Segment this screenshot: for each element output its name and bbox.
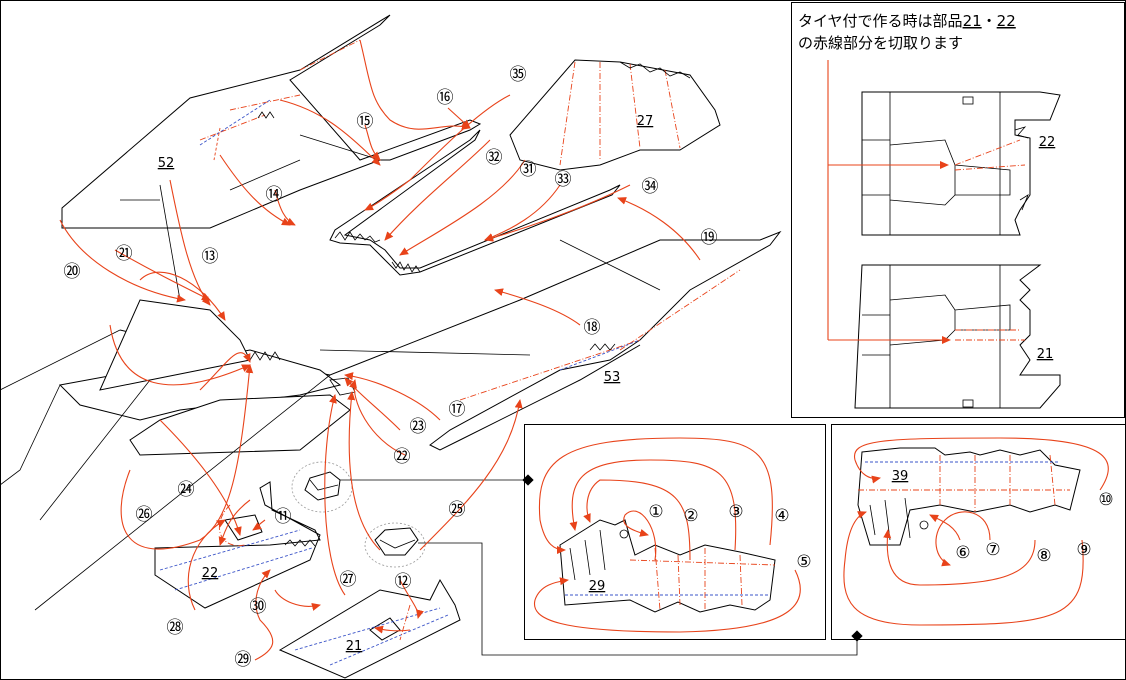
step-17: ⑰ — [449, 400, 466, 420]
step-16: ⑯ — [437, 88, 454, 108]
step-25: ㉕ — [449, 500, 466, 520]
step-13: ⑬ — [202, 247, 219, 267]
inset-part-22 — [861, 91, 1061, 236]
inset-29-arrows — [533, 437, 801, 633]
part-27-canopy — [509, 59, 721, 171]
step-34: ㉞ — [642, 177, 659, 197]
connector-lines — [340, 474, 863, 656]
step-1: ① — [648, 502, 663, 522]
step-22: ㉒ — [394, 447, 411, 467]
part-21-lower — [278, 578, 461, 679]
note-box — [791, 2, 1125, 418]
step-6: ⑥ — [955, 543, 970, 563]
step-9: ⑨ — [1076, 540, 1091, 560]
label-21-main: 21 — [346, 639, 363, 654]
label-39: 39 — [892, 469, 909, 484]
step-8: ⑧ — [1036, 546, 1051, 566]
small-part-top — [291, 461, 353, 513]
step-29: ㉙ — [235, 650, 252, 670]
label-53: 53 — [604, 370, 621, 385]
part-22-lower — [154, 481, 321, 609]
step-24: ㉔ — [178, 480, 195, 500]
step-26: ㉖ — [136, 505, 153, 525]
inset-box-29 — [524, 424, 826, 640]
step-32: ㉜ — [486, 148, 503, 168]
step-33: ㉝ — [555, 170, 572, 190]
inset-part-21 — [854, 264, 1061, 409]
step-10: ⑩ — [1098, 490, 1113, 510]
note-line-2: の赤線部分を切取ります — [798, 34, 963, 52]
label-27: 27 — [637, 114, 654, 129]
step-31: ㉛ — [520, 160, 537, 180]
inset-39-arrows — [843, 437, 1109, 626]
note-line-1: タイヤ付で作る時は部品21・22 — [798, 12, 1016, 30]
label-22-main: 22 — [202, 566, 219, 581]
part-labels: 52 53 27 22 21 29 39 22 21 — [158, 114, 1056, 654]
step-3: ③ — [728, 502, 743, 522]
part-52-upper-wing — [61, 14, 482, 229]
note-arrows — [827, 60, 951, 344]
step-14: ⑭ — [266, 185, 283, 205]
fuselage-strip — [329, 129, 621, 276]
step-7: ⑦ — [985, 540, 1000, 560]
step-19: ⑲ — [701, 228, 718, 248]
step-28: ㉘ — [167, 618, 184, 638]
step-15: ⑮ — [357, 112, 374, 132]
step-18: ⑱ — [584, 318, 601, 338]
step-23: ㉓ — [410, 417, 427, 437]
part-53-fuselage — [0, 134, 782, 611]
step-30: ㉚ — [250, 597, 267, 617]
label-29: 29 — [589, 579, 606, 594]
label-52: 52 — [158, 156, 175, 171]
step-20: ⑳ — [64, 262, 81, 282]
step-12: ⑫ — [395, 572, 412, 592]
label-22-inset: 22 — [1039, 135, 1056, 150]
label-21-inset: 21 — [1037, 347, 1054, 362]
step-5: ⑤ — [796, 552, 811, 572]
step-35: ㉟ — [510, 65, 527, 85]
small-part-bottom — [364, 522, 426, 568]
step-4: ④ — [774, 506, 789, 526]
step-27: ㉗ — [340, 570, 357, 590]
step-11: ⑪ — [275, 507, 292, 527]
step-2: ② — [683, 506, 698, 526]
part-29-detail — [559, 519, 776, 613]
assembly-arrows — [59, 39, 701, 661]
step-21: ㉑ — [116, 244, 133, 264]
part-39-detail — [857, 447, 1081, 546]
step-numbers: ① ② ③ ④ ⑤ ⑥ ⑦ ⑧ ⑨ ⑩ ⑪ ⑫ ⑬ ⑭ ⑮ ⑯ ⑰ ⑱ ⑲ ⑳ … — [64, 65, 1114, 670]
